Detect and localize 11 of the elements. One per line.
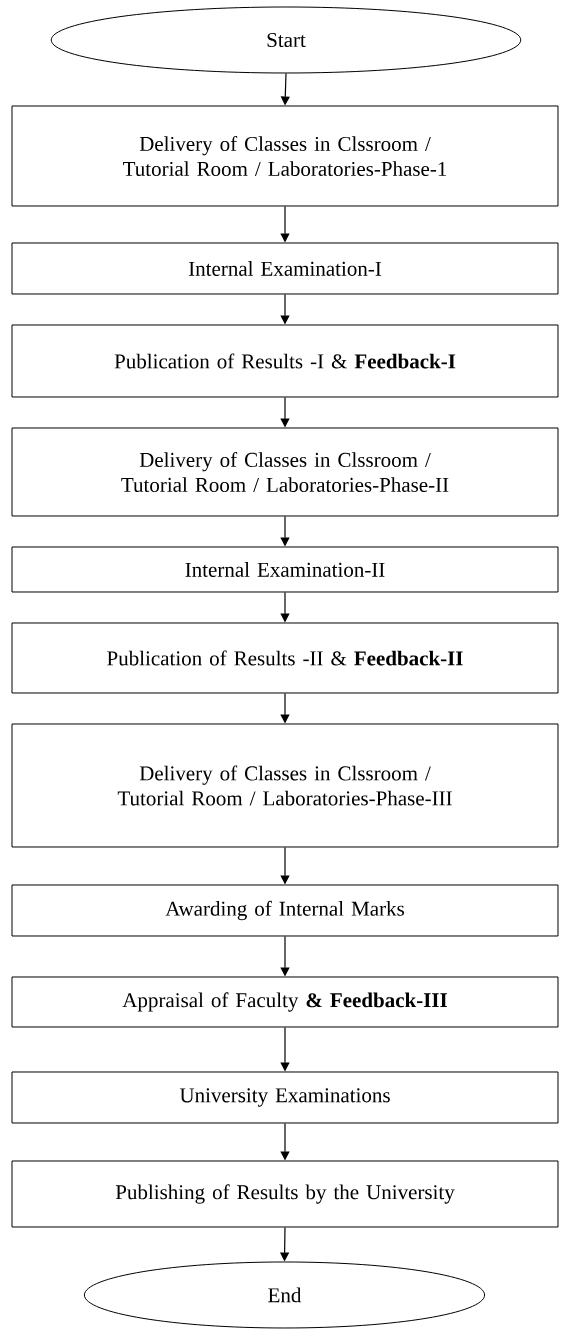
process-box: Publication of Results -I & Feedback-I bbox=[11, 324, 559, 398]
process-box: Publishing of Results by the University bbox=[11, 1160, 559, 1228]
process-box: Awarding of Internal Marks bbox=[11, 884, 559, 937]
process-box: Delivery of Classes in Clssroom / Tutorial Room / Laboratories-Phase-III bbox=[11, 723, 559, 848]
process-box: Delivery of Classes in Clssroom / Tutorial Room / Laboratories-Phase-II bbox=[11, 427, 559, 517]
process-box: Publication of Results -II & Feedback-II bbox=[11, 622, 559, 694]
process-box: Appraisal of Faculty & Feedback-III bbox=[11, 976, 559, 1028]
process-box: Delivery of Classes in Clssroom / Tutorial Room / Laboratories-Phase-1 bbox=[11, 105, 559, 207]
process-box: University Examinations bbox=[11, 1071, 559, 1124]
process-box: Internal Examination-I bbox=[11, 242, 559, 295]
process-box: Internal Examination-II bbox=[11, 546, 559, 593]
